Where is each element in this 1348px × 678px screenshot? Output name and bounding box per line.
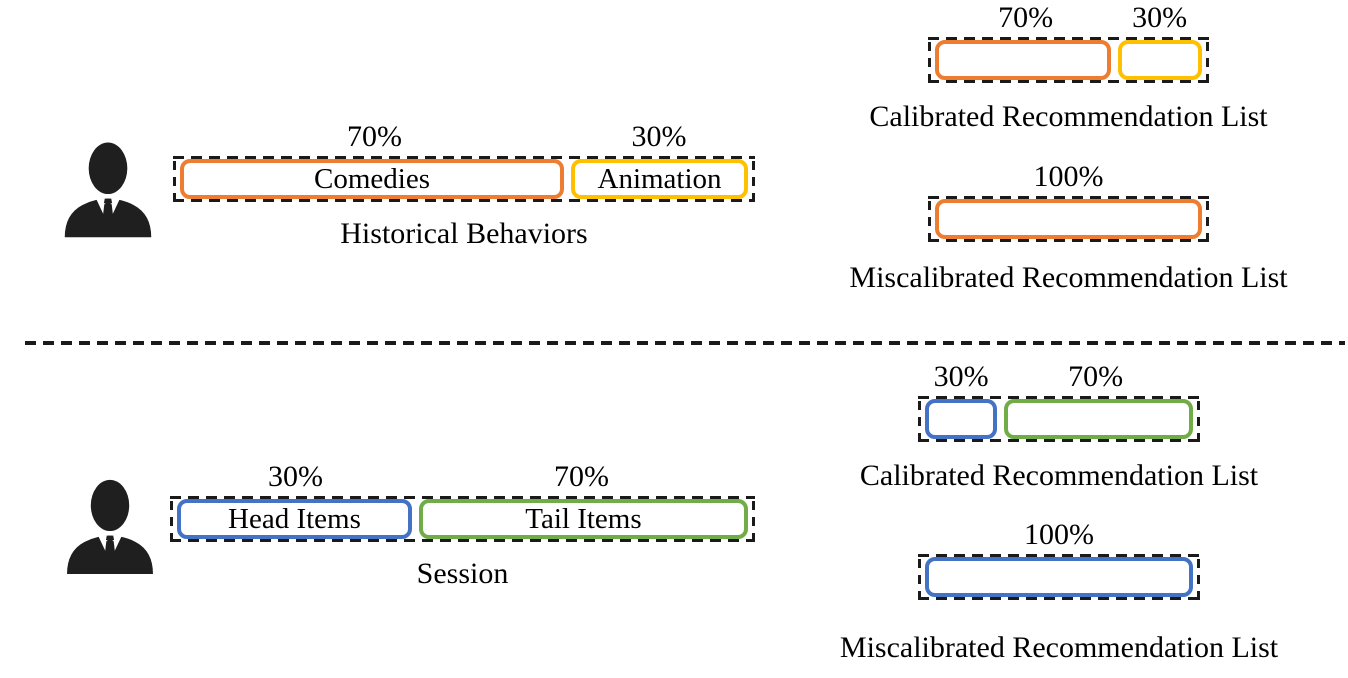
percent-label: 100%: [1033, 160, 1104, 193]
segment-label: Head Items: [228, 502, 361, 535]
businessman-icon: [64, 142, 152, 238]
percent-label: 70%: [554, 460, 610, 493]
animation-segment: Animation: [571, 159, 748, 199]
percent-label: 30%: [933, 360, 989, 393]
head-items-segment: Head Items: [177, 499, 412, 539]
historical-behaviors-group: 70% 30% Comedies Animation Historical Be…: [173, 120, 755, 252]
percent-row: 100%: [918, 518, 1200, 552]
businessman-icon: [67, 479, 153, 574]
caption: Miscalibrated Recommendation List: [849, 261, 1288, 294]
tail-items-segment: [1003, 399, 1193, 439]
dashed-container: [918, 396, 1200, 442]
head-items-segment: [925, 399, 997, 439]
caption: Historical Behaviors: [340, 217, 588, 250]
session-group: 30% 70% Head Items Tail Items Session: [170, 460, 755, 592]
dashed-container: [928, 196, 1209, 242]
miscalibrated-list-bottom-group: 100% Miscalibrated Recommendation List: [839, 518, 1279, 666]
calibrated-list-top-group: 70% 30% Calibrated Recommendation List: [869, 1, 1268, 135]
percent-label: 30%: [1132, 1, 1188, 34]
miscalibrated-list-top-group: 100% Miscalibrated Recommendation List: [849, 160, 1288, 296]
segment-label: Tail Items: [525, 502, 642, 535]
dashed-container: [918, 554, 1200, 600]
user-icon: [62, 140, 154, 238]
section-divider: [25, 341, 1345, 345]
percent-row: 100%: [928, 160, 1209, 194]
calibrated-list-bottom-group: 30% 70% Calibrated Recommendation List: [859, 360, 1259, 494]
percent-row: 70% 30%: [928, 1, 1209, 35]
percent-label: 70%: [998, 1, 1054, 34]
percent-row: 30% 70%: [170, 460, 755, 494]
percent-label: 100%: [1024, 518, 1094, 551]
dashed-container: Head Items Tail Items: [170, 496, 755, 542]
percent-label: 30%: [631, 120, 687, 153]
percent-label: 70%: [1068, 360, 1124, 393]
head-items-segment: [925, 557, 1193, 597]
percent-label: 70%: [346, 120, 402, 153]
percent-label: 30%: [268, 460, 324, 493]
percent-row: 70% 30%: [173, 120, 755, 154]
comedies-segment: Comedies: [180, 159, 565, 199]
comedies-segment: [935, 199, 1202, 239]
caption: Session: [416, 557, 509, 590]
segment-label: Animation: [597, 162, 722, 195]
tail-items-segment: Tail Items: [418, 499, 748, 539]
caption: Calibrated Recommendation List: [869, 100, 1268, 133]
comedies-segment: [935, 40, 1112, 80]
animation-segment: [1118, 40, 1202, 80]
segment-label: Comedies: [314, 162, 431, 195]
dashed-container: Comedies Animation: [173, 156, 755, 202]
caption: Calibrated Recommendation List: [859, 459, 1259, 492]
dashed-container: [928, 37, 1209, 83]
user-icon: [64, 478, 156, 574]
percent-row: 30% 70%: [918, 360, 1200, 394]
caption: Miscalibrated Recommendation List: [839, 631, 1279, 664]
